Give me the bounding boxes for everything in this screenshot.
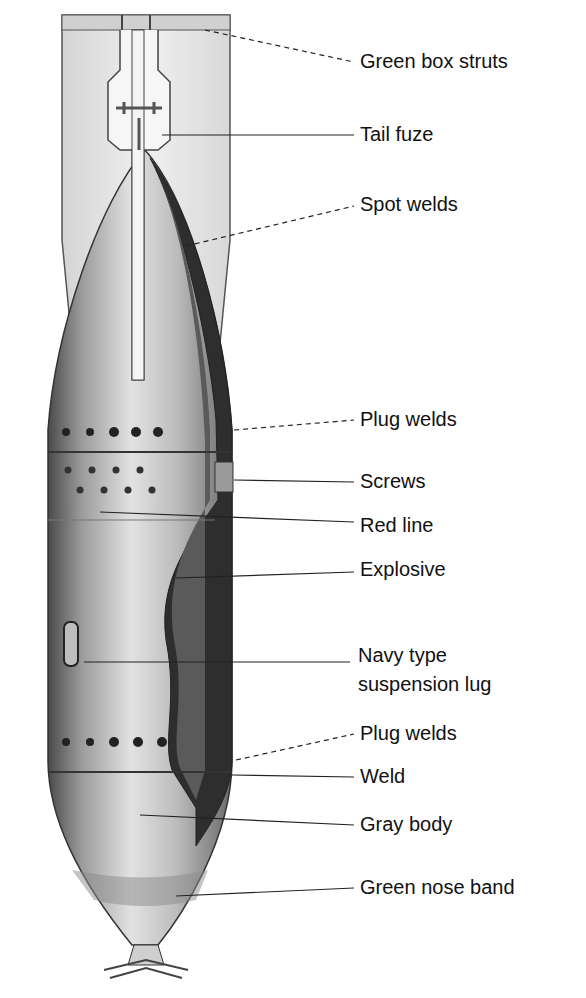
leader-line (232, 775, 354, 777)
body-weld-band (48, 771, 232, 773)
plug-weld-row (62, 737, 167, 747)
leader-line (84, 661, 350, 662)
leader-line (186, 206, 354, 246)
box-strut (149, 15, 151, 30)
leader-line (140, 815, 354, 825)
screw-plate (215, 462, 233, 492)
part-label: Tail fuze (360, 120, 580, 149)
screw (101, 487, 108, 494)
screw (125, 487, 132, 494)
leader-lines (84, 30, 354, 896)
nose-band (72, 870, 208, 906)
red-line-mark (48, 520, 215, 521)
part-label: Spot welds (360, 190, 580, 219)
plug-weld (133, 737, 143, 747)
arming-rod (132, 30, 144, 380)
leader-line (100, 512, 354, 522)
nose-vane (104, 960, 188, 978)
arming-rod (132, 30, 144, 380)
plug-weld (62, 428, 70, 436)
plug-weld (109, 737, 119, 747)
leader-line (234, 480, 354, 482)
cutaway-shell (150, 158, 232, 846)
leader-line (234, 420, 354, 430)
part-label: Plug welds (360, 719, 580, 748)
plug-weld (86, 738, 94, 746)
part-label: Gray body (360, 810, 580, 839)
tail-fuze (116, 102, 162, 150)
screw (89, 467, 96, 474)
plug-weld (62, 738, 70, 746)
leader-line (205, 30, 354, 62)
plug-weld (86, 428, 94, 436)
box-strut (121, 15, 123, 30)
part-label: Explosive (360, 555, 580, 584)
body-band (48, 451, 232, 453)
part-label: Green box struts (360, 47, 580, 76)
screw (149, 487, 156, 494)
box-strut-band (62, 15, 230, 30)
leader-line (162, 134, 354, 135)
leader-line (236, 734, 354, 760)
plug-weld (109, 427, 119, 437)
part-label: Navy type suspension lug (358, 641, 523, 699)
screw (77, 487, 84, 494)
plug-weld-row (62, 427, 163, 437)
leader-line (176, 572, 354, 578)
part-label: Weld (360, 762, 580, 791)
plug-weld (157, 737, 167, 747)
explosive-fill (158, 175, 210, 800)
suspension-lug (64, 622, 78, 666)
plug-weld (131, 427, 141, 437)
screw (65, 467, 72, 474)
part-label: Plug welds (360, 405, 580, 434)
part-label: Green nose band (360, 873, 582, 902)
screw-row (65, 467, 156, 494)
screw (137, 467, 144, 474)
plug-weld (153, 427, 163, 437)
screw (113, 467, 120, 474)
part-label: Red line (360, 511, 580, 540)
part-label: Screws (360, 467, 580, 496)
leader-line (176, 888, 354, 896)
